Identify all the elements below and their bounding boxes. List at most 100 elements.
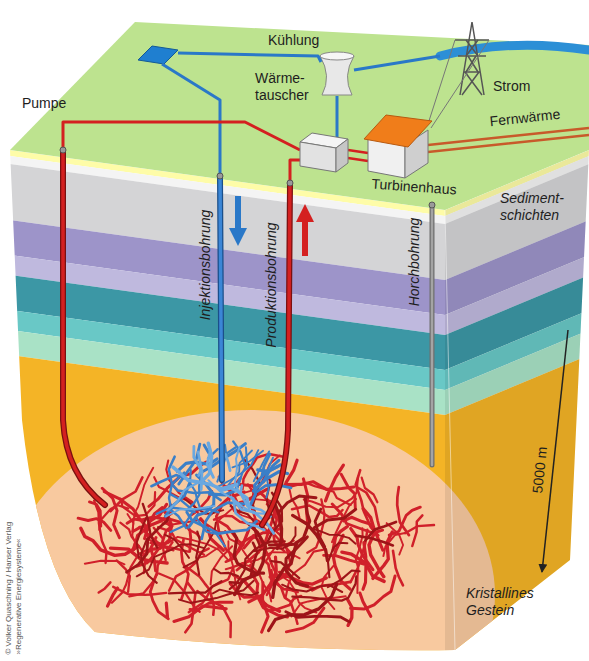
well-label: Injektionsbohrung: [197, 210, 214, 321]
fracture-network: [356, 470, 379, 535]
flow-arrows: [302, 221, 308, 256]
heat-exchanger: [336, 139, 348, 172]
boreholes: [220, 176, 222, 480]
fracture-network: [290, 490, 300, 518]
fracture-network: [196, 517, 225, 546]
pipes: [178, 53, 321, 62]
well-heads: [217, 173, 223, 179]
fracture-network: [166, 506, 215, 517]
well-label: Horchbohrung: [406, 218, 423, 307]
block-edge: [445, 210, 455, 650]
depth-dimension: 5000 m: [529, 446, 551, 494]
fracture-network: [238, 447, 248, 487]
fracture-network: [213, 590, 258, 596]
fracture-network: [168, 483, 197, 511]
pipes: [428, 128, 589, 152]
boreholes: [431, 205, 434, 465]
fracture-network: [286, 608, 324, 632]
well-heads: [429, 202, 435, 208]
well-label: Produktionsbohrung: [263, 222, 280, 347]
fracture-network: [235, 524, 266, 595]
fracture-network: [286, 612, 350, 622]
fracture-network: [99, 582, 111, 592]
fracture-network: [286, 460, 297, 483]
pipes: [336, 96, 339, 137]
fracture-network: [280, 496, 317, 512]
fracture-network: [326, 465, 344, 501]
pipes: [354, 56, 440, 70]
fracture-network: [389, 507, 420, 535]
layer-label: Sediment- schichten: [500, 190, 564, 224]
fracture-network: [127, 505, 171, 573]
heat-exchanger: [300, 133, 348, 172]
pipes: [290, 160, 300, 183]
pipes: [63, 53, 589, 183]
well-heads: [60, 147, 66, 153]
copyright-note: © Volker Quaschning / Hanser Verlag »Reg…: [4, 490, 24, 655]
fracture-network: [78, 441, 434, 637]
fracture-network: [214, 569, 238, 576]
fracture-network: [198, 452, 202, 476]
power-pylon: [428, 40, 489, 128]
power-pylon: [460, 22, 484, 95]
fracture-network: [356, 536, 393, 546]
side-shade: [445, 150, 589, 661]
fracture-network: [397, 487, 409, 535]
power-pylon: [455, 40, 489, 72]
fracture-network: [235, 447, 240, 492]
fracture-network: [269, 584, 337, 630]
rock-layers: [0, 145, 589, 661]
fracture-network: [141, 539, 157, 583]
cooling-tower: [320, 56, 354, 95]
flow-arrows: [235, 196, 241, 229]
boreholes: [262, 183, 290, 525]
fracture-network: [173, 467, 237, 489]
cooling-tower: [320, 52, 354, 95]
fracture-network: [143, 504, 157, 548]
flow-arrows: [296, 204, 314, 222]
turbine-house: [364, 115, 432, 178]
power-pylon: [462, 40, 482, 95]
fracture-network: [196, 532, 200, 575]
fracture-network: [358, 488, 380, 528]
fracture-network: [169, 581, 222, 593]
boreholes: [63, 150, 105, 505]
fracture-network: [129, 542, 172, 596]
cooling-tower: [320, 52, 354, 60]
boreholes: [430, 205, 435, 465]
fracture-network: [166, 603, 167, 617]
river: [440, 45, 589, 56]
fracture-network: [78, 518, 111, 530]
turbine-house: [364, 115, 432, 147]
fracture-network: [174, 606, 226, 621]
fracture-network: [292, 577, 356, 601]
fracture-network: [165, 535, 189, 558]
fracture-network: [405, 525, 434, 533]
rock-label: Kristallines Gestein: [466, 585, 534, 619]
boreholes: [262, 183, 290, 525]
heat-exchanger-label: Wärme- tauscher: [255, 70, 309, 104]
pipes: [63, 122, 300, 150]
fracture-network: [132, 468, 153, 531]
fracture-network: [226, 455, 231, 471]
fracture-network: [293, 515, 328, 560]
fracture-network: [285, 482, 354, 490]
fracture-network: [233, 532, 264, 574]
turbine-house-label: Turbinenhaus: [371, 176, 457, 199]
fracture-network: [360, 593, 371, 616]
boreholes: [220, 176, 222, 480]
fracture-network: [341, 474, 355, 508]
pipes: [162, 64, 220, 176]
well-heads: [287, 180, 293, 186]
fracture-network: [202, 443, 212, 482]
fracture-network: [383, 533, 405, 556]
water-basin: [138, 46, 178, 64]
fracture-network: [363, 509, 384, 577]
heat-exchanger: [300, 142, 336, 172]
cooling-label: Kühlung: [268, 32, 319, 49]
fracture-network: [328, 543, 347, 578]
fracture-network: [412, 515, 422, 546]
flow-arrows: [229, 228, 247, 246]
pipes: [348, 150, 368, 161]
